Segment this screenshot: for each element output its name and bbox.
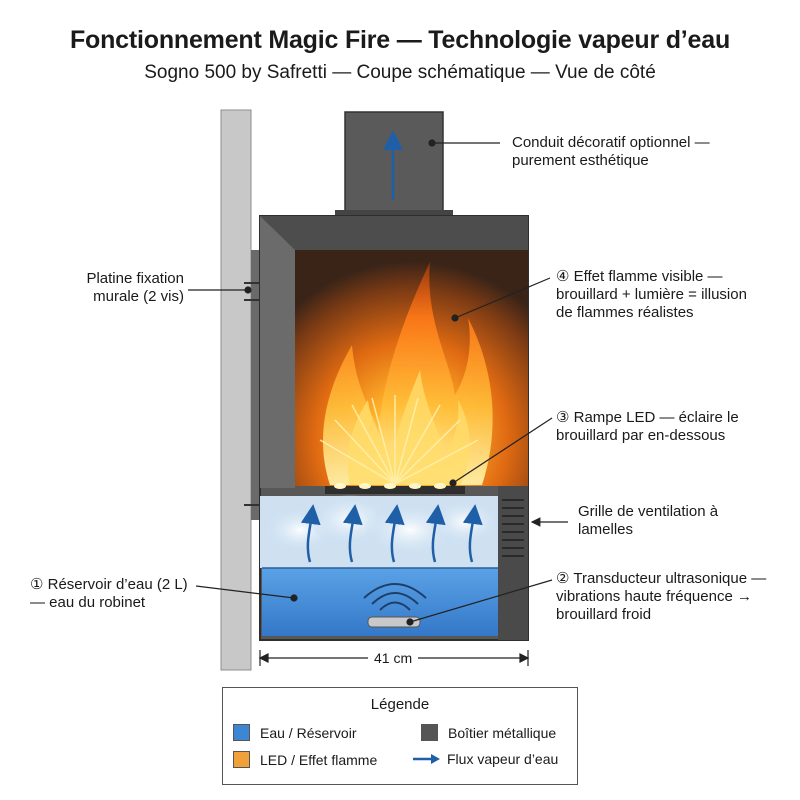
page-subtitle: Sogno 500 by Safretti — Coupe schématiqu… xyxy=(144,62,656,83)
annotation-leaders xyxy=(188,139,568,626)
legend-item-label: Eau / Réservoir xyxy=(260,724,357,741)
legend-item-water: Eau / Réservoir xyxy=(233,724,356,741)
metal-swatch-icon xyxy=(421,724,438,741)
legend: Légende Eau / Réservoir Boîtier métalliq… xyxy=(222,687,578,785)
grille-slats xyxy=(502,499,524,557)
legend-item-metal: Boîtier métallique xyxy=(421,724,556,741)
label-chimney: Conduit décoratif optionnel — purement e… xyxy=(512,134,710,169)
label-transducer: ② Transducteur ultrasonique — vibrations… xyxy=(556,570,767,623)
led-light-rays xyxy=(319,395,479,485)
vapor-arrow-icon xyxy=(413,754,440,764)
flame-swatch-icon xyxy=(233,751,250,768)
legend-title: Légende xyxy=(370,696,430,713)
label-flame-effect: ④ Effet flamme visible — brouillard + lu… xyxy=(556,268,747,321)
wall-plate xyxy=(251,250,260,520)
ultrasonic-transducer xyxy=(367,616,421,628)
label-led-rail: ③ Rampe LED — éclaire le brouillard par … xyxy=(556,409,739,444)
water-swatch-icon xyxy=(233,724,250,741)
page-title: Fonctionnement Magic Fire — Technologie … xyxy=(69,26,731,54)
label-reservoir: ① Réservoir d’eau (2 L) — eau du robinet xyxy=(30,576,188,611)
legend-item-label: Flux vapeur d’eau xyxy=(447,751,559,767)
legend-item-label: Boîtier métallique xyxy=(448,724,557,741)
ultrasonic-waves xyxy=(363,583,427,611)
led-rail xyxy=(325,486,465,494)
wall xyxy=(220,109,252,671)
dimension-label: 41 cm xyxy=(368,650,419,666)
label-wall-plate: Platine fixation murale (2 vis) xyxy=(86,270,184,305)
led-bulbs xyxy=(334,483,446,489)
label-grille: Grille de ventilation à lamelles xyxy=(578,503,719,538)
legend-item-vapor: Flux vapeur d’eau xyxy=(411,751,558,767)
vapor-flow-arrows xyxy=(300,504,483,563)
ventilation-grille xyxy=(498,486,528,640)
legend-item-label: LED / Effet flamme xyxy=(260,751,378,768)
legend-item-flame: LED / Effet flamme xyxy=(233,751,377,768)
